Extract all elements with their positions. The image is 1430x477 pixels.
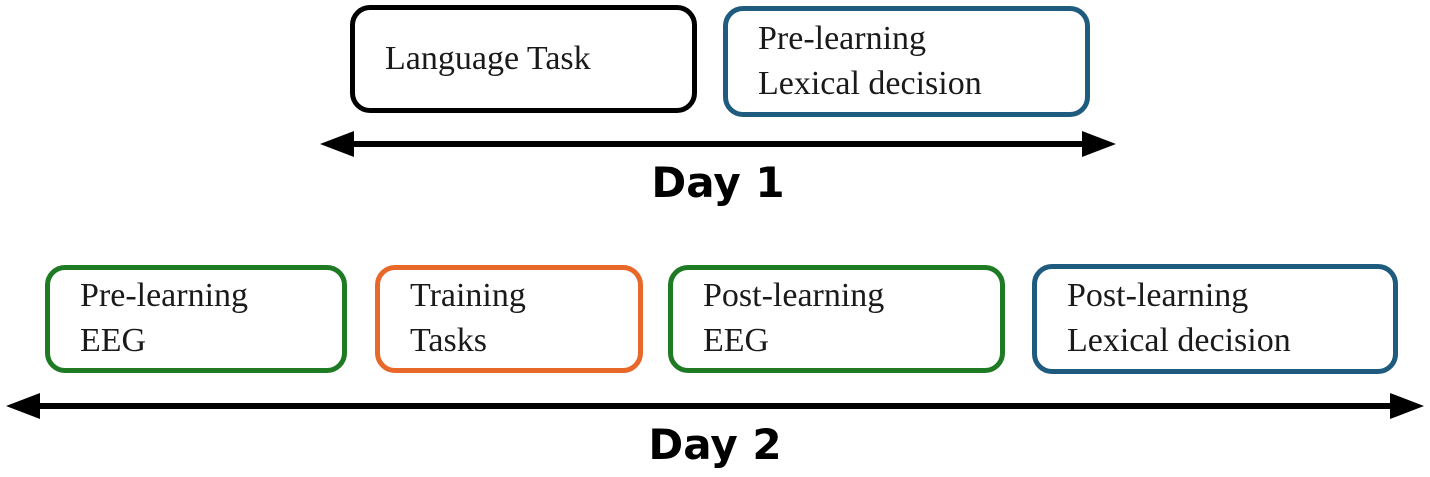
box-label-line1: Post-learning: [1067, 277, 1249, 315]
box-post-learning-lexical-decision: Post-learning Lexical decision: [1032, 264, 1398, 374]
box-label-line1: Language Task: [385, 39, 591, 77]
arrowhead-left-icon: [6, 393, 40, 419]
arrowhead-right-icon: [1390, 393, 1424, 419]
box-label-line2: Tasks: [410, 322, 487, 359]
box-label-line1: Pre-learning: [758, 19, 927, 57]
arrowhead-right-icon: [1082, 131, 1116, 157]
arrowhead-left-icon: [320, 131, 354, 157]
box-label-line2: EEG: [703, 322, 770, 359]
box-training-tasks: Training Tasks: [375, 265, 643, 373]
box-post-learning-eeg: Post-learning EEG: [668, 265, 1005, 373]
box-label-line2: Lexical decision: [1067, 322, 1291, 359]
box-pre-learning-eeg: Pre-learning EEG: [45, 265, 347, 373]
day1-label: Day 1: [651, 158, 785, 207]
box-label-line2: Lexical decision: [758, 64, 982, 102]
box-language-task: Language Task: [350, 5, 697, 113]
box-label-line1: Post-learning: [703, 277, 885, 315]
box-label-line1: Training: [410, 277, 526, 315]
day2-label: Day 2: [648, 420, 782, 469]
box-label-line2: EEG: [80, 322, 147, 359]
box-label-line1: Pre-learning: [80, 277, 249, 315]
day1-timeline-arrow: [320, 131, 1116, 157]
day2-timeline-arrow: [6, 393, 1424, 419]
box-pre-learning-lexical-decision: Pre-learning Lexical decision: [723, 6, 1090, 117]
